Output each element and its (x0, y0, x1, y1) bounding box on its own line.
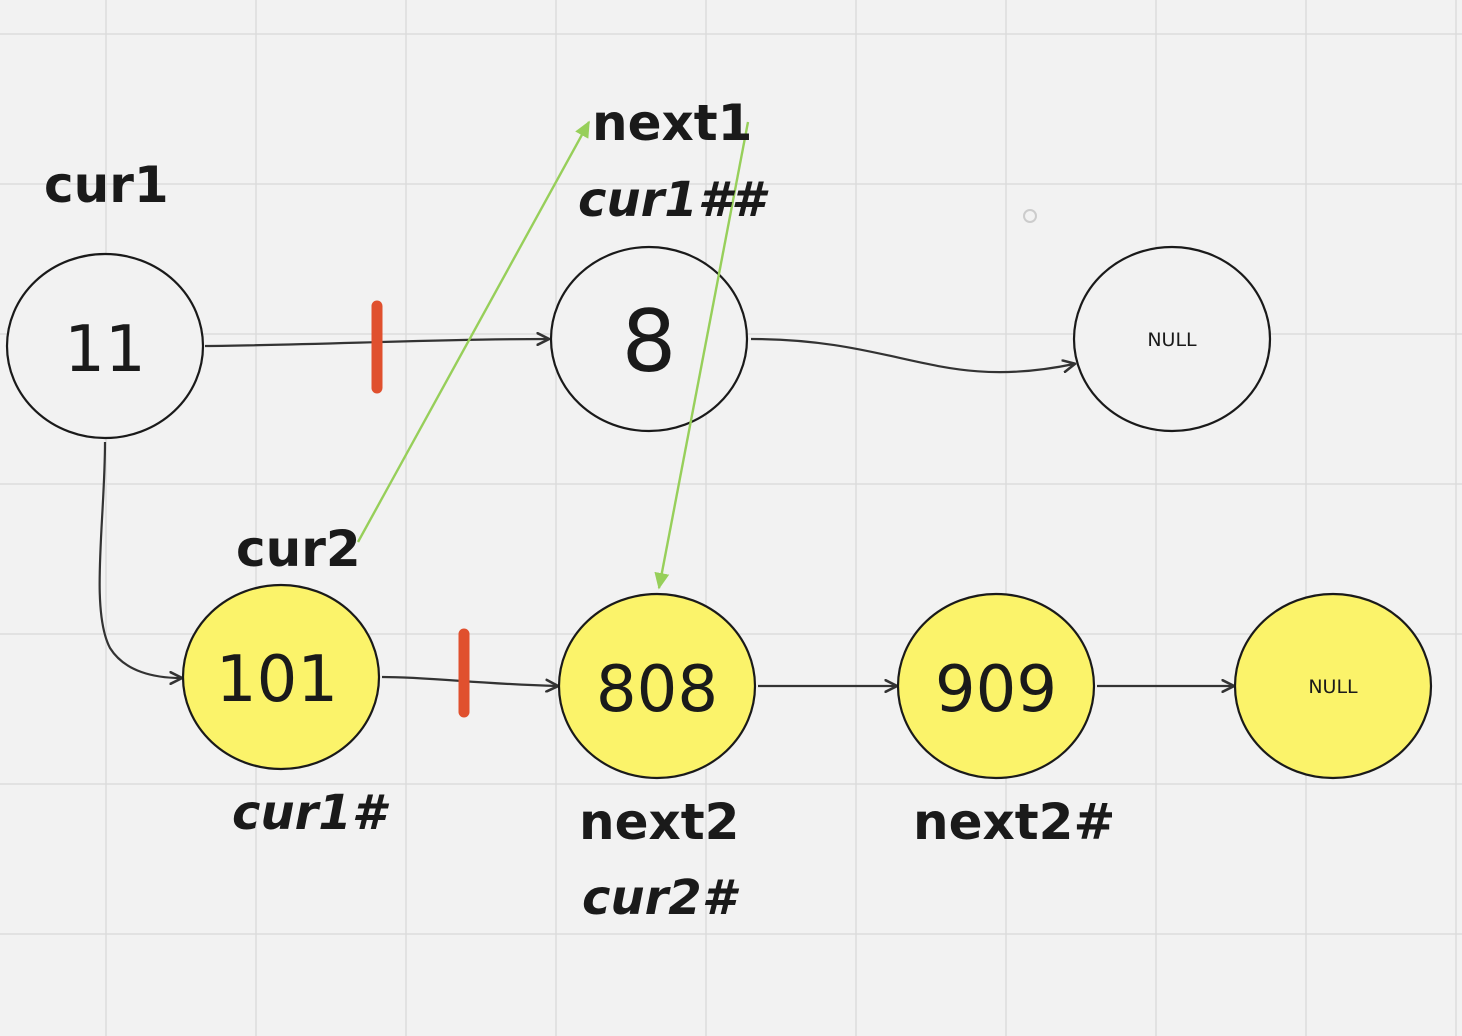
node-null-bottom[interactable]: NULL (1233, 592, 1433, 780)
node-909[interactable]: 909 (896, 592, 1096, 780)
node-null-bottom-label: NULL (1308, 676, 1358, 698)
label-cur1-hash: cur1# (232, 785, 390, 841)
cursor-circle-icon (1023, 209, 1037, 223)
label-next2-hash: next2# (913, 793, 1115, 851)
node-101[interactable]: 101 (181, 583, 381, 771)
node-808[interactable]: 808 (557, 592, 757, 780)
node-8[interactable]: 8 (549, 245, 749, 433)
edge-8-to-null (750, 337, 1074, 374)
edge-11-to-101 (98, 441, 181, 678)
node-8-label: 8 (622, 292, 677, 392)
node-808-label: 808 (596, 653, 718, 727)
node-11-label: 11 (64, 313, 145, 387)
label-cur2-hash: cur2# (582, 870, 740, 926)
node-101-label: 101 (216, 643, 338, 717)
node-null-top[interactable]: NULL (1072, 245, 1272, 433)
label-cur2: cur2 (236, 520, 361, 578)
pointer-arrow-next1-to-808 (654, 121, 750, 590)
label-cur1: cur1 (44, 156, 169, 214)
label-next1: next1 (592, 94, 752, 152)
pointer-arrow-cur2-to-next1 (356, 120, 591, 543)
node-11[interactable]: 11 (5, 252, 205, 440)
node-null-top-label: NULL (1147, 329, 1197, 351)
label-cur1-double-hash: cur1## (578, 172, 769, 228)
node-909-label: 909 (935, 653, 1057, 727)
label-next2: next2 (579, 793, 739, 851)
